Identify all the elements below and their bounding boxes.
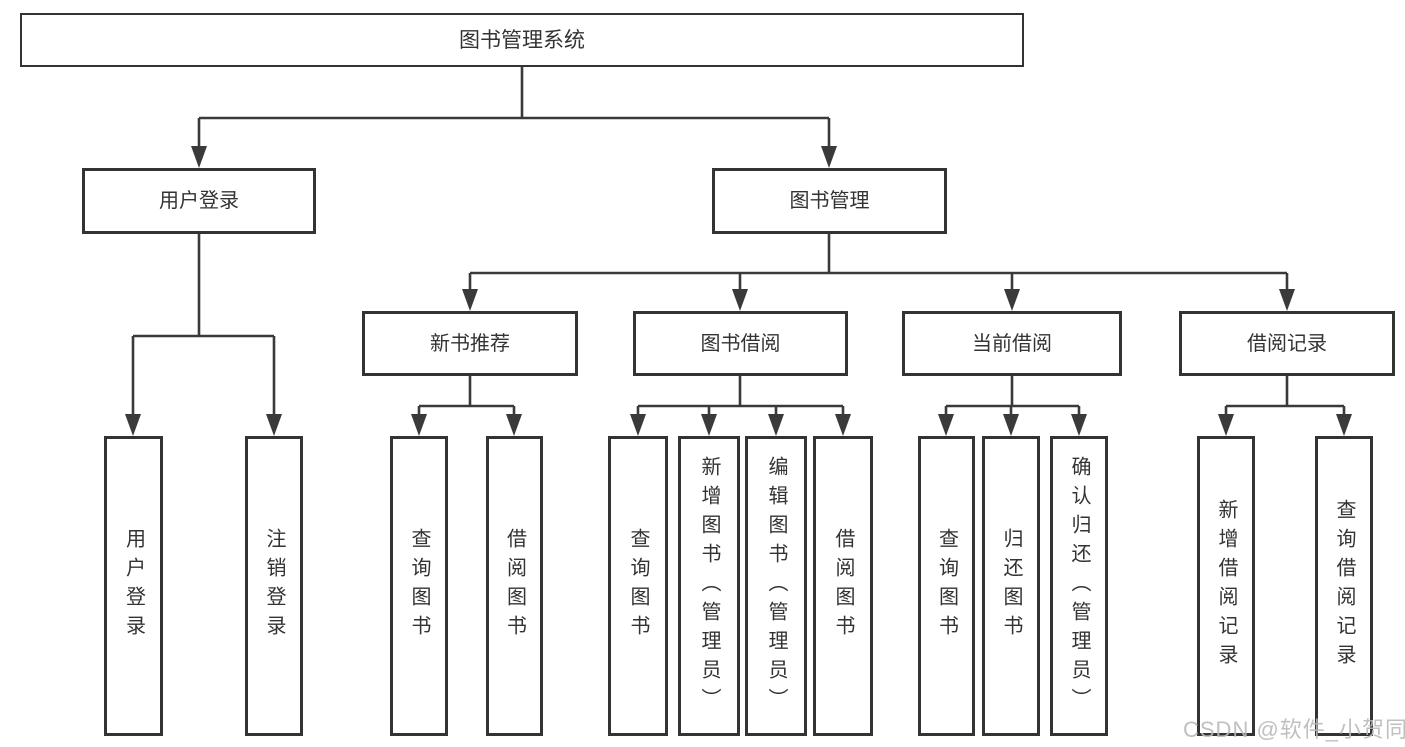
leaf-logout: 注销登录 bbox=[245, 436, 303, 736]
connector-userlogin-to-children bbox=[131, 234, 276, 415]
leaf-confirm-return-admin-label: 确认归还（管理员） bbox=[1068, 455, 1090, 717]
leaf-logout-label: 注销登录 bbox=[263, 528, 285, 644]
node-user-login: 用户登录 bbox=[82, 168, 316, 234]
leaf-add-book-admin: 新增图书（管理员） bbox=[678, 436, 740, 736]
connector-newbook-to-children bbox=[417, 376, 516, 415]
leaf-query-books-current-label: 查询图书 bbox=[935, 528, 958, 644]
leaf-query-books-borrow-label: 查询图书 bbox=[627, 528, 649, 644]
node-book-borrow: 图书借阅 bbox=[633, 311, 848, 376]
watermark: CSDN @软件_小贺同学 bbox=[1183, 717, 1405, 742]
leaf-borrow-books-newbook: 借阅图书 bbox=[486, 436, 543, 736]
node-current-borrow: 当前借阅 bbox=[902, 311, 1122, 376]
leaf-query-books-newbook: 查询图书 bbox=[390, 436, 448, 736]
leaf-query-books-newbook-label: 查询图书 bbox=[408, 528, 430, 644]
arrowheads bbox=[125, 146, 1352, 436]
connector-currentborrow-to-children bbox=[944, 376, 1081, 415]
leaf-edit-book-admin: 编辑图书（管理员） bbox=[745, 436, 807, 736]
leaf-borrow-books-borrow: 借阅图书 bbox=[813, 436, 873, 736]
leaf-confirm-return-admin: 确认归还（管理员） bbox=[1050, 436, 1108, 736]
connector-root-to-level2 bbox=[197, 67, 831, 147]
node-root: 图书管理系统 bbox=[20, 13, 1024, 67]
leaf-add-book-admin-label: 新增图书（管理员） bbox=[698, 455, 720, 717]
leaf-user-login-label: 用户登录 bbox=[122, 528, 145, 644]
leaf-query-borrow-record: 查询借阅记录 bbox=[1315, 436, 1373, 736]
leaf-borrow-books-newbook-label: 借阅图书 bbox=[503, 528, 526, 644]
leaf-query-borrow-record-label: 查询借阅记录 bbox=[1333, 499, 1355, 673]
node-borrow-records: 借阅记录 bbox=[1179, 311, 1395, 376]
connector-bookborrow-to-children bbox=[636, 376, 845, 415]
node-book-management: 图书管理 bbox=[712, 168, 947, 234]
leaf-edit-book-admin-label: 编辑图书（管理员） bbox=[765, 455, 787, 717]
leaf-query-books-borrow: 查询图书 bbox=[608, 436, 668, 736]
leaf-add-borrow-record-label: 新增借阅记录 bbox=[1215, 499, 1237, 673]
node-new-book-recommend: 新书推荐 bbox=[362, 311, 578, 376]
connector-borrowrecord-to-children bbox=[1224, 376, 1346, 415]
leaf-add-borrow-record: 新增借阅记录 bbox=[1197, 436, 1255, 736]
leaf-user-login: 用户登录 bbox=[104, 436, 163, 736]
leaf-return-book: 归还图书 bbox=[982, 436, 1040, 736]
leaf-query-books-current: 查询图书 bbox=[918, 436, 975, 736]
leaf-return-book-label: 归还图书 bbox=[1000, 528, 1022, 644]
leaf-borrow-books-borrow-label: 借阅图书 bbox=[832, 528, 854, 644]
connector-bookmgmt-to-level3 bbox=[468, 234, 1289, 290]
